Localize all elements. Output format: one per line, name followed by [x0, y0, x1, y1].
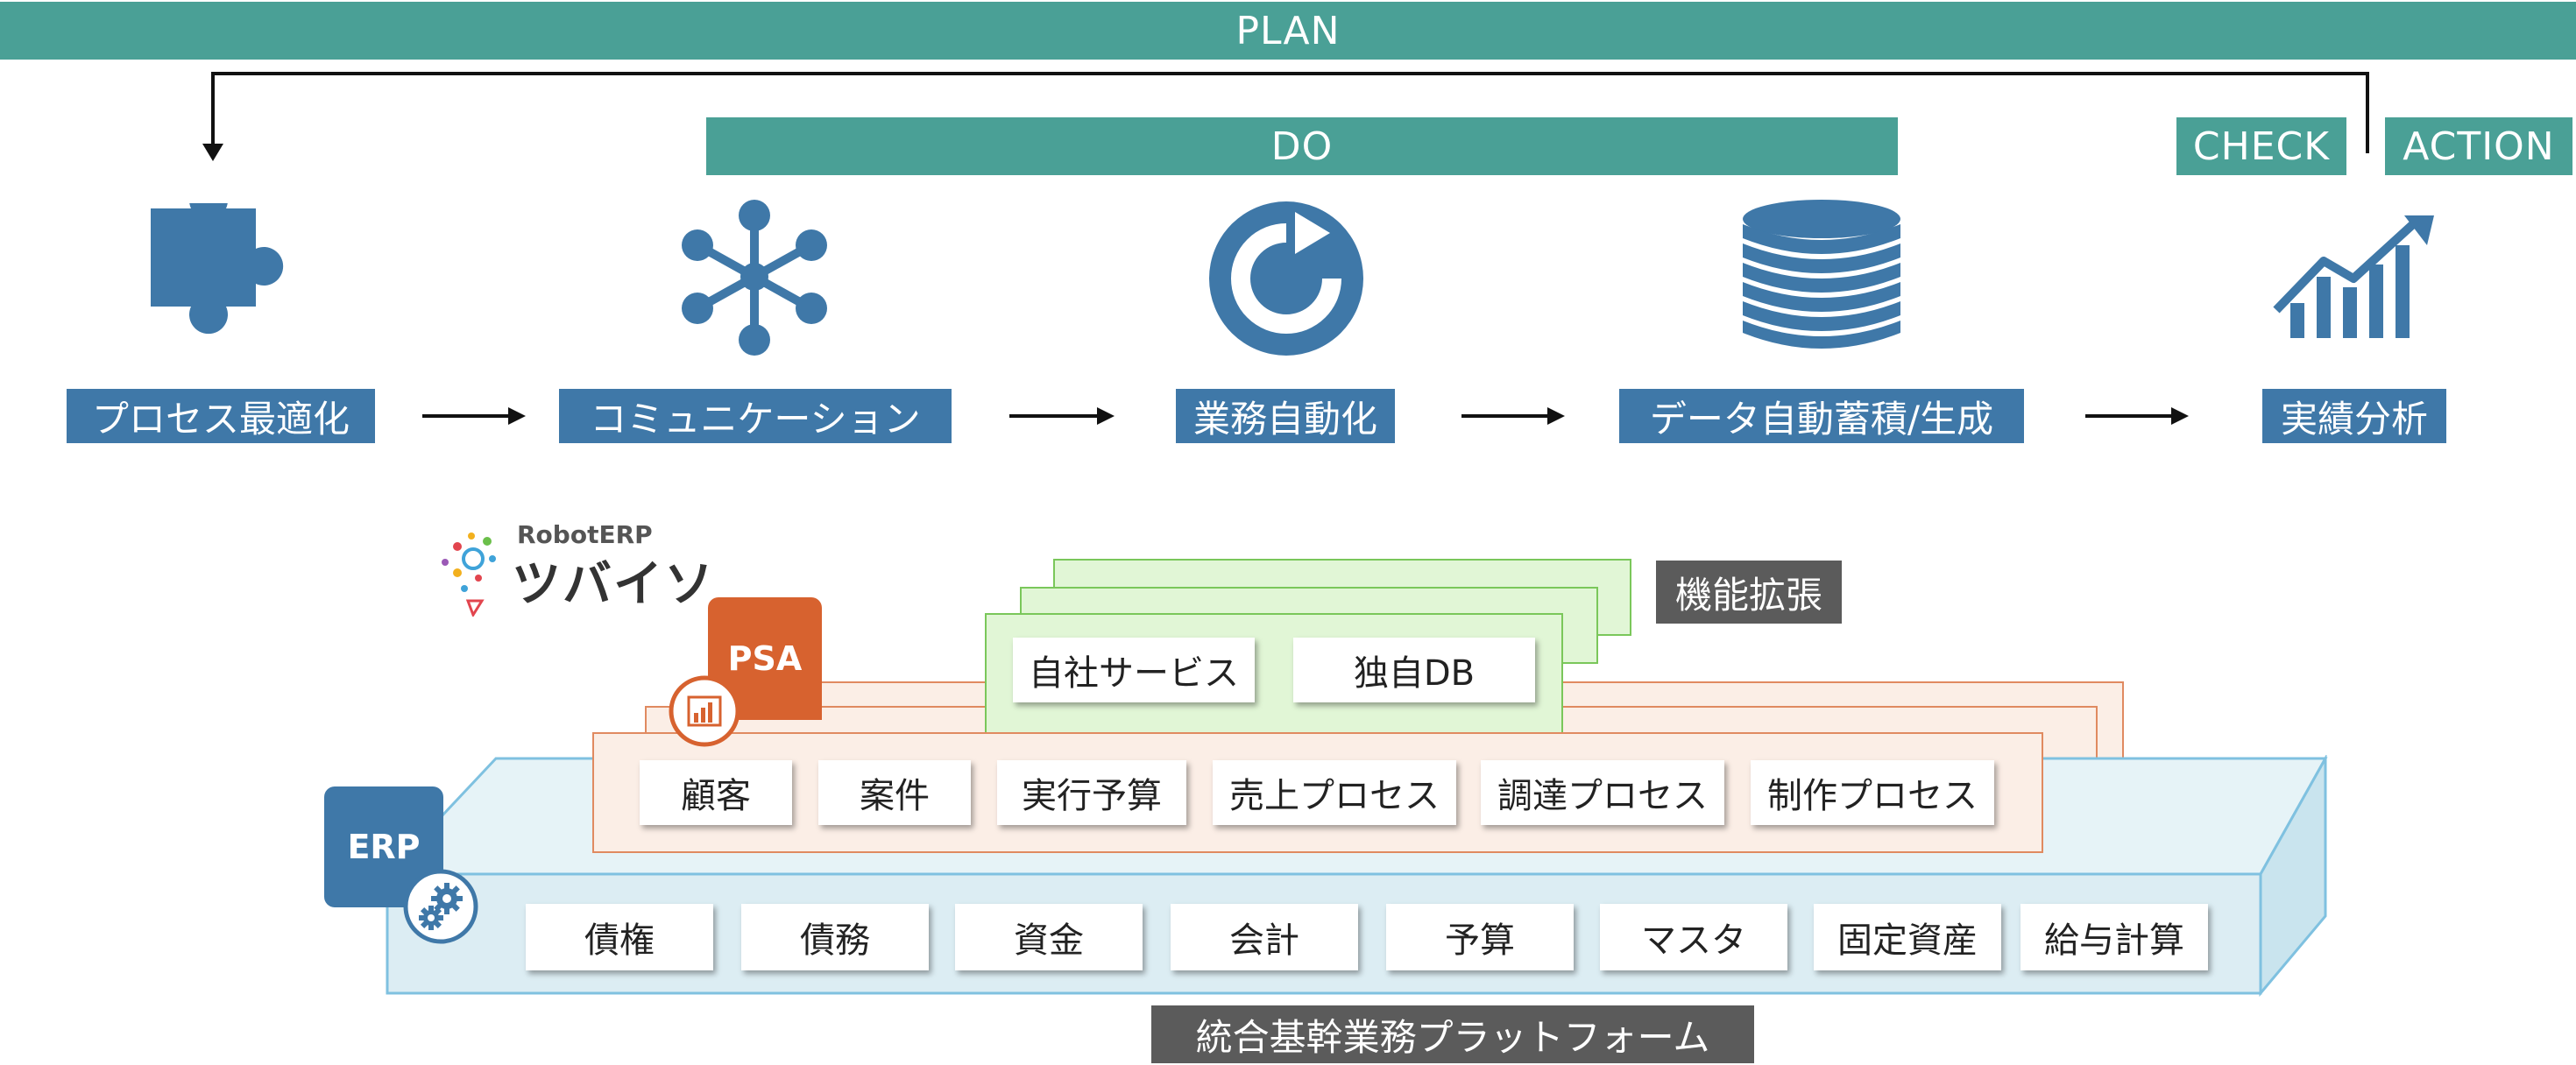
step-label-process-optimization: プロセス最適化: [67, 389, 375, 443]
erp-item-master: マスタ: [1600, 904, 1787, 970]
psa-chart-badge-icon: [669, 675, 740, 747]
erp-item-accounting: 会計: [1171, 904, 1358, 970]
plan-bar: PLAN: [0, 2, 2576, 60]
arrow-head: [2171, 407, 2189, 425]
erp-item-payables: 債務: [741, 904, 929, 970]
do-bar: DO: [706, 117, 1898, 175]
psa-item-project: 案件: [818, 760, 971, 825]
step-label-communication: コミュニケーション: [559, 389, 952, 443]
logo-brand-text: RobotERP: [517, 520, 653, 549]
step-label-automation: 業務自動化: [1176, 389, 1395, 443]
extension-item-own-service: 自社サービス: [1013, 638, 1255, 702]
erp-item-payroll: 給与計算: [2020, 904, 2208, 970]
extension-layer-title: 機能拡張: [1656, 561, 1842, 624]
refresh-circle-icon: [1209, 201, 1363, 356]
logo-name-text: ツバイソ: [512, 556, 715, 613]
step-label-data-accumulation: データ自動蓄積/生成: [1619, 389, 2024, 443]
psa-item-production-process: 制作プロセス: [1751, 760, 1994, 825]
step-label-performance-analysis: 実績分析: [2262, 389, 2446, 443]
erp-item-budget: 予算: [1386, 904, 1574, 970]
erp-item-receivables: 債権: [526, 904, 713, 970]
erp-gear-badge-icon: [403, 869, 478, 944]
step-arrows: [422, 407, 2189, 425]
arrow-head: [1097, 407, 1115, 425]
check-bar: CHECK: [2176, 117, 2346, 175]
arrow-head: [1547, 407, 1565, 425]
erp-item-fixed-assets: 固定資産: [1814, 904, 2001, 970]
psa-item-customer: 顧客: [640, 760, 792, 825]
feedback-loop-arrow: [202, 72, 2369, 161]
erp-item-funds: 資金: [955, 904, 1143, 970]
network-hub-icon: [682, 200, 827, 356]
arrow-head: [508, 407, 526, 425]
action-bar: ACTION: [2385, 117, 2572, 175]
psa-item-procurement-process: 調達プロセス: [1481, 760, 1724, 825]
psa-item-budget: 実行予算: [997, 760, 1186, 825]
puzzle-piece-icon: [151, 203, 284, 335]
platform-label: 統合基幹業務プラットフォーム: [1151, 1005, 1754, 1063]
database-icon: [1743, 200, 1900, 349]
growth-chart-icon: [2273, 215, 2434, 338]
tsubaiso-logo-mark: [442, 532, 496, 617]
extension-item-own-db: 独自DB: [1293, 638, 1535, 702]
psa-item-sales-process: 売上プロセス: [1213, 760, 1456, 825]
